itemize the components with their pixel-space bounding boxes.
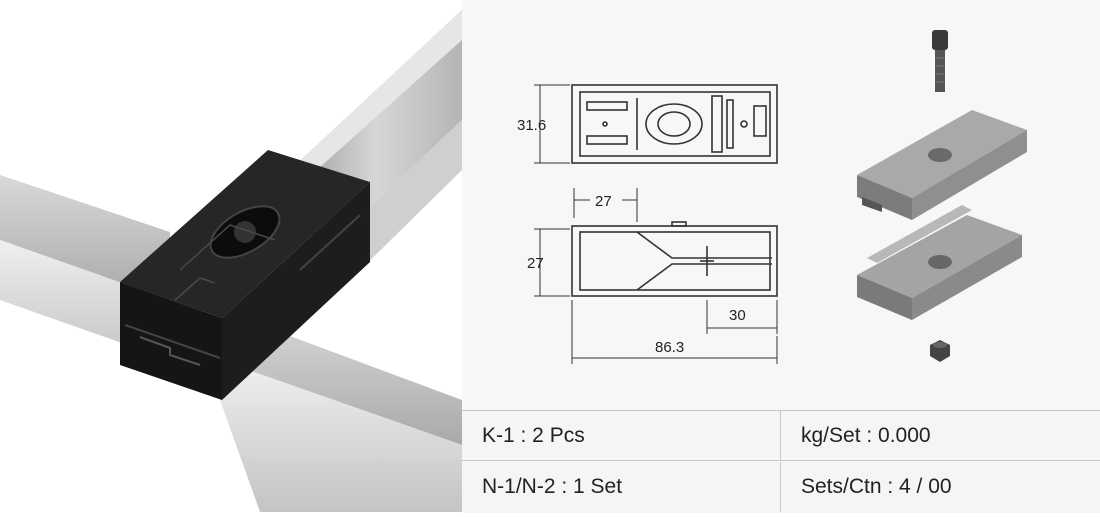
dimension-30: 30: [706, 300, 778, 334]
upper-clamp-part: [857, 110, 1027, 220]
product-photo: [0, 0, 462, 512]
dimension-27-width: 27: [573, 188, 638, 222]
spec-n1-n2: N-1/N-2 : 1 Set: [482, 475, 623, 498]
technical-drawing-area: 31.6 27: [462, 0, 1100, 410]
lower-clamp-part: [857, 205, 1022, 320]
dimension-label-86-3: 86.3: [655, 339, 684, 356]
top-view-drawing: [571, 84, 778, 164]
dimension-label-30: 30: [729, 307, 746, 324]
dimension-label-27-width: 27: [595, 193, 612, 210]
dimension-label-31-6: 31.6: [517, 117, 546, 134]
bolt-part: [932, 30, 948, 92]
spec-table: K-1 : 2 Pcs kg/Set : 0.000 N-1/N-2 : 1 S…: [462, 410, 1100, 513]
spec-sets-per-carton: Sets/Ctn : 4 / 00: [780, 462, 1100, 512]
side-view-drawing: [571, 221, 778, 297]
connector-body: [120, 150, 370, 400]
dimension-label-27-height: 27: [527, 255, 544, 272]
spec-weight: kg/Set : 0.000: [780, 411, 1100, 461]
dimension-86-3: 86.3: [571, 300, 778, 364]
nut-part: [930, 340, 950, 362]
spec-k1: K-1 : 2 Pcs: [462, 411, 780, 461]
dimension-27-height: 27: [527, 228, 570, 297]
dimension-31-6: 31.6: [517, 84, 570, 164]
